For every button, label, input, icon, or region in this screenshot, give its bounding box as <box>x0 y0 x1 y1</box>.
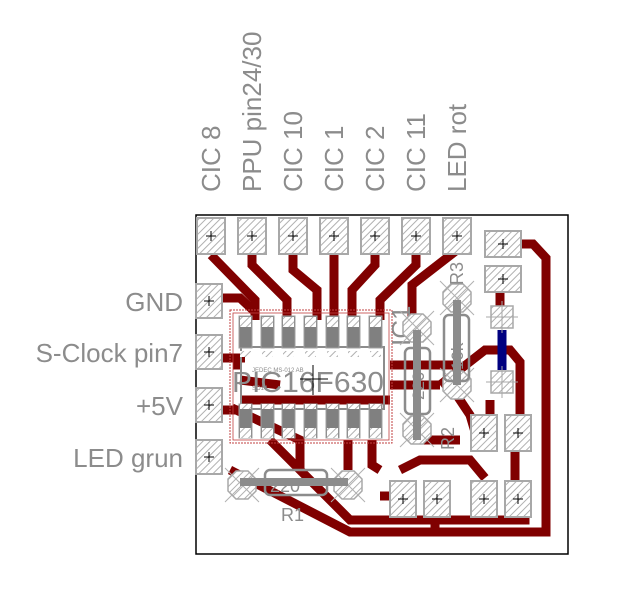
ic-pin <box>346 403 361 439</box>
left-connector-label: +5V <box>136 391 184 421</box>
left-connector-pad <box>195 334 223 370</box>
top-connector-pad <box>278 217 308 255</box>
top-connector-label: PPU pin24/30 <box>237 32 267 192</box>
left-connector-label: S-Clock pin7 <box>36 338 183 368</box>
r2-value: 220 <box>409 372 428 400</box>
top-connector-label: CIC 8 <box>196 126 226 192</box>
trace <box>227 239 551 537</box>
ic-pin <box>368 315 383 357</box>
ic-pin <box>303 315 318 357</box>
pad <box>484 230 522 258</box>
left-connector-label: GND <box>125 287 183 317</box>
trace <box>347 255 380 320</box>
via <box>486 301 518 333</box>
pad <box>484 265 522 293</box>
ic-pin <box>281 315 296 357</box>
pad <box>470 480 498 518</box>
r1-value: 220 <box>270 476 300 496</box>
pad <box>423 480 451 518</box>
trace <box>397 455 489 481</box>
ic1: PIC16F630 JEDEC MS-012 AB SO14 IC1 <box>229 306 416 444</box>
ic-pin <box>238 315 253 357</box>
ic-pin <box>368 403 383 439</box>
pad <box>389 480 417 518</box>
ic-pin <box>346 315 361 357</box>
ic-pin <box>325 403 340 439</box>
pad <box>470 414 498 452</box>
ic1-outline <box>229 309 393 444</box>
r2-ref: R2 <box>438 427 458 450</box>
left-connector-labels: GND S-Clock pin7 +5V LED grun <box>36 287 184 473</box>
trace <box>288 255 322 320</box>
left-connector-pad <box>195 387 223 423</box>
ic-pin <box>238 403 253 439</box>
ic-pin <box>260 315 275 357</box>
r2-pad <box>399 310 435 346</box>
ic1-pins <box>238 315 383 439</box>
top-connector-pad <box>442 217 472 255</box>
ic1-value: PIC16F630 <box>232 367 384 399</box>
ic-pin <box>325 315 340 357</box>
pad <box>504 414 532 452</box>
trace <box>223 293 259 316</box>
ic-pin <box>260 403 275 439</box>
top-connector-pad <box>360 217 390 255</box>
top-connector-pad <box>196 217 226 255</box>
ic1-note-1: JEDEC MS-012 AB <box>252 368 304 374</box>
left-connector-pad <box>195 283 223 319</box>
trace <box>367 440 383 474</box>
r1-ref: R1 <box>281 505 304 525</box>
r3: 10k R3 <box>442 262 471 385</box>
board-outline <box>195 214 569 555</box>
top-connector-labels: CIC 8 PPU pin24/30 CIC 10 CIC 1 CIC 2 CIC 11 L… <box>196 32 472 192</box>
r2: 220 R2 <box>403 330 458 450</box>
left-connector-label: LED grun <box>73 443 183 473</box>
top-connector-label: LED rot <box>442 103 472 192</box>
r3-ref: R3 <box>447 262 467 285</box>
ic1-note-2: SO14 <box>252 386 268 392</box>
top-connector-pad <box>237 217 267 255</box>
via <box>486 366 518 398</box>
ic-pin <box>303 403 318 439</box>
r3-value: 10k <box>448 342 467 370</box>
trace <box>239 375 281 390</box>
ic-pin <box>281 403 296 439</box>
r3-pad <box>439 280 475 316</box>
top-connector-label: CIC 10 <box>278 111 308 192</box>
r1: 220 R1 <box>240 468 348 525</box>
top-connector-label: CIC 2 <box>360 126 390 192</box>
top-connector-pad <box>319 217 349 255</box>
pad <box>504 480 532 518</box>
left-connector-pad <box>195 439 223 475</box>
top-connector-pad <box>401 217 431 255</box>
top-connector-label: CIC 11 <box>401 113 431 192</box>
top-connector-label: CIC 1 <box>319 126 349 192</box>
